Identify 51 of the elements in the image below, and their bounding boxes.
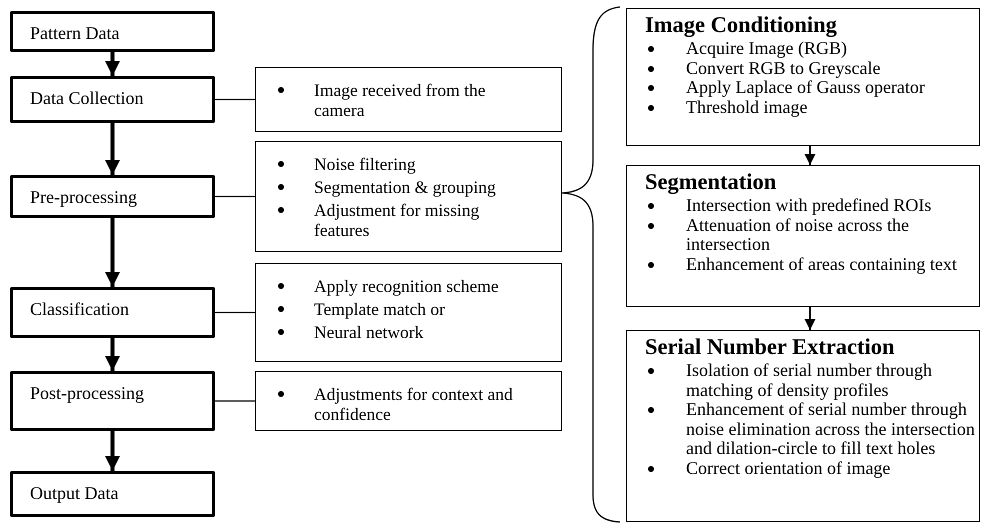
arrow: [105, 431, 120, 471]
detail-box: [255, 67, 562, 132]
arrow: [105, 218, 120, 287]
box-label: Pre-processing: [30, 187, 137, 207]
connector-line: [215, 196, 255, 198]
arrow: [105, 52, 120, 76]
bullet-item: Adjustments for context and confidence: [314, 384, 513, 424]
bullet-item: Attenuation of noise across the intersection: [686, 214, 909, 254]
process-box: [10, 471, 215, 517]
bullet-item: Segmentation & grouping: [314, 177, 496, 197]
arrow: [804, 307, 816, 330]
arrow: [105, 123, 120, 175]
connector-line: [215, 98, 255, 100]
arrow: [804, 146, 816, 165]
box-label: Pattern Data: [30, 23, 120, 43]
bullet-item: Threshold image: [686, 96, 808, 116]
step-heading: Serial Number Extraction: [645, 334, 895, 359]
bullet-item: Correct orientation of image: [686, 458, 890, 478]
box-label: Data Collection: [30, 88, 144, 108]
bullet-item: Noise filtering: [314, 154, 416, 174]
bullet-item: Isolation of serial number through matching of density profiles: [686, 360, 932, 400]
arrow: [105, 338, 120, 371]
connector-line: [215, 400, 255, 402]
bullet-item: Enhancement of serial number through noise elimination across the intersection and dilation-circle to fill text holes: [686, 399, 975, 458]
bullet-item: Apply recognition scheme: [314, 276, 499, 296]
step-box: [626, 330, 980, 522]
step-heading: Segmentation: [645, 169, 776, 194]
box-label: Output Data: [30, 483, 118, 503]
bullet-item: Adjustment for missing features: [314, 200, 480, 240]
box-label: Classification: [30, 299, 129, 319]
bullet-item: Apply Laplace of Gauss operator: [686, 77, 925, 97]
box-label: Post-processing: [30, 383, 144, 403]
process-box: [10, 287, 215, 338]
step-heading: Image Conditioning: [645, 12, 837, 37]
process-box: [10, 175, 215, 218]
bullet-item: Neural network: [314, 322, 424, 342]
process-box: [10, 11, 215, 52]
process-box: [10, 76, 215, 123]
bullet-item: Image received from the camera: [314, 80, 486, 120]
detail-box: [255, 263, 562, 362]
connector-line: [215, 312, 255, 314]
detail-box: [255, 371, 562, 431]
process-box: [10, 371, 215, 431]
bullet-item: Enhancement of areas containing text: [686, 254, 957, 274]
step-box: [626, 165, 980, 307]
detail-box: [255, 141, 562, 252]
step-box: [626, 8, 980, 146]
bullet-item: Convert RGB to Greyscale: [686, 58, 880, 78]
bullet-item: Intersection with predefined ROIs: [686, 195, 932, 215]
bullet-item: Template match or: [314, 299, 445, 319]
bullet-item: Acquire Image (RGB): [686, 38, 847, 58]
